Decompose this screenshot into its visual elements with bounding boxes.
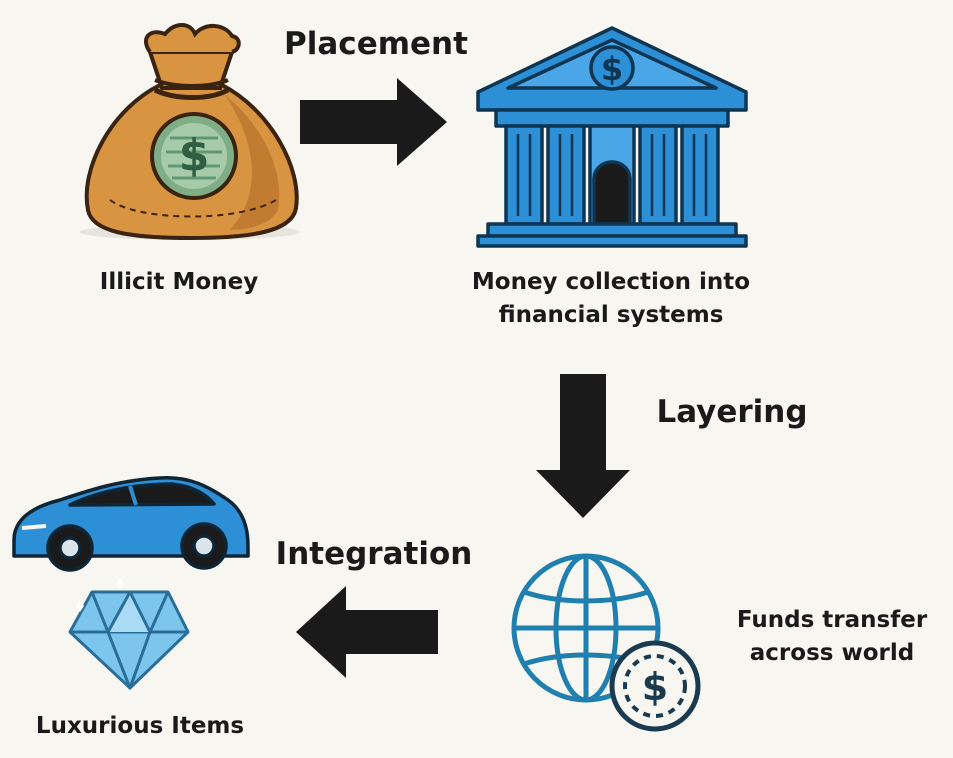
placement-arrow xyxy=(300,78,447,166)
money-collection-label: Money collection into financial systems xyxy=(432,266,790,333)
svg-text:$: $ xyxy=(642,665,668,709)
globe-coin-icon: $ xyxy=(511,553,701,732)
svg-text:$: $ xyxy=(179,130,210,181)
illicit-money-label: Illicit Money xyxy=(99,269,259,295)
money-bag-icon: $ xyxy=(80,23,300,241)
integration-arrow xyxy=(296,586,438,678)
car-icon xyxy=(12,476,250,572)
layering-label: Layering xyxy=(656,394,808,430)
svg-text:$: $ xyxy=(601,50,623,88)
funds-transfer-label: Funds transfer across world xyxy=(716,604,948,671)
luxurious-items-label: Luxurious Items xyxy=(35,713,245,739)
integration-label: Integration xyxy=(275,536,473,572)
funds-transfer-line2: across world xyxy=(749,640,915,667)
bank-icon: $ xyxy=(476,26,748,248)
money-collection-line1: Money collection into xyxy=(471,269,751,295)
layering-arrow xyxy=(536,374,630,518)
money-collection-line2: financial systems xyxy=(498,302,724,329)
placement-label: Placement xyxy=(284,26,468,62)
diamond-icon xyxy=(68,578,190,690)
funds-transfer-line1: Funds transfer xyxy=(736,607,928,633)
